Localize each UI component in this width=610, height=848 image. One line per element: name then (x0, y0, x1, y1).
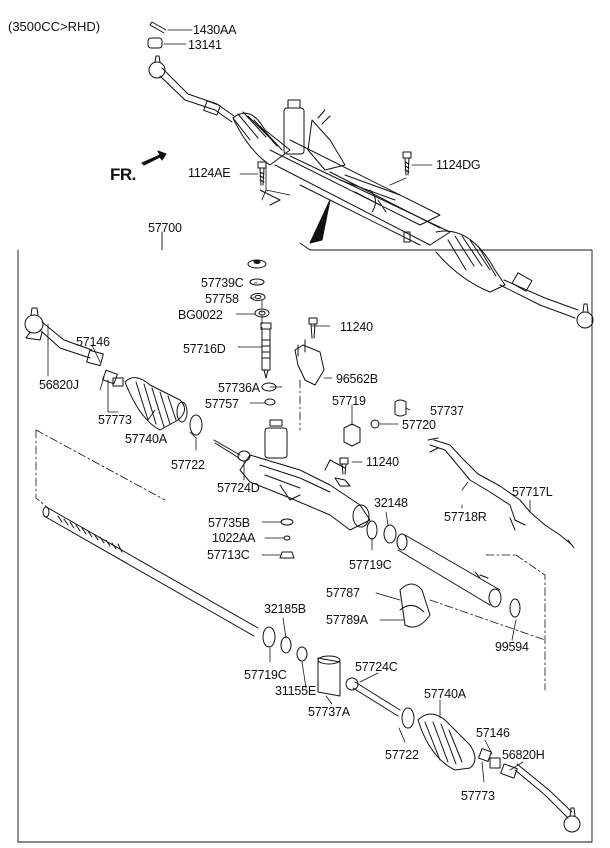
leader-lines (47, 282, 531, 783)
part-label-57740A-a[interactable]: 57740A (125, 432, 167, 446)
yoke-icon (343, 423, 361, 447)
boot-right (417, 713, 476, 771)
part-label-11240-a[interactable]: 11240 (340, 320, 373, 334)
part-label-57146-b[interactable]: 57146 (476, 726, 510, 740)
steering-gear-assembly (147, 21, 594, 329)
inner-rod-left (213, 439, 241, 459)
part-label-56820J[interactable]: 56820J (39, 378, 79, 392)
part-label-1430AA[interactable]: 1430AA (193, 23, 237, 37)
part-label-57773-b[interactable]: 57773 (461, 789, 495, 803)
leader-lines-top (163, 29, 433, 201)
part-label-57719C-b[interactable]: 57719C (244, 668, 287, 682)
part-label-57724C[interactable]: 57724C (355, 660, 398, 674)
part-label-57737[interactable]: 57737 (430, 404, 464, 418)
front-direction-label: FR. (110, 165, 136, 184)
part-label-57739C[interactable]: 57739C (201, 276, 244, 290)
part-label-57722-a[interactable]: 57722 (171, 458, 205, 472)
bushing-icon (399, 583, 431, 628)
front-arrow-icon (141, 150, 167, 166)
cotter-pin-icon (149, 21, 167, 34)
part-label-BG0022[interactable]: BG0022 (178, 308, 223, 322)
part-label-57718R[interactable]: 57718R (444, 510, 487, 524)
boot-left (124, 377, 188, 431)
rack-bar (42, 506, 259, 637)
part-label-57789A[interactable]: 57789A (326, 613, 368, 627)
part-label-99594[interactable]: 99594 (495, 640, 529, 654)
part-label-57724D[interactable]: 57724D (217, 481, 260, 495)
gear-housing (239, 419, 371, 531)
part-label-57722-b[interactable]: 57722 (385, 748, 419, 762)
lock-nut-icon (102, 369, 118, 385)
bolt-icon (308, 317, 318, 339)
part-label-1124DG[interactable]: 1124DG (436, 158, 481, 172)
tie-rod-end-right (500, 763, 581, 833)
part-label-57716D[interactable]: 57716D (183, 342, 226, 356)
part-label-57773-a[interactable]: 57773 (98, 413, 132, 427)
part-label-57719[interactable]: 57719 (332, 394, 366, 408)
part-label-32148[interactable]: 32148 (374, 496, 408, 510)
pressure-line (429, 444, 526, 526)
part-label-31155E[interactable]: 31155E (275, 684, 316, 698)
part-label-57757[interactable]: 57757 (205, 397, 239, 411)
cylinder-tube (396, 533, 502, 608)
part-label-57717L[interactable]: 57717L (512, 485, 553, 499)
part-label-57719C-a[interactable]: 57719C (349, 558, 392, 572)
spring-seal (317, 657, 341, 697)
part-label-57737A[interactable]: 57737A (308, 705, 350, 719)
kit-bracket (17, 242, 593, 843)
part-label-57720[interactable]: 57720 (402, 418, 436, 432)
variant-label: (3500CC>RHD) (8, 19, 101, 34)
part-label-1124AE[interactable]: 1124AE (188, 166, 231, 180)
part-label-1022AA[interactable]: 1022AA (212, 531, 256, 545)
part-label-57146-a[interactable]: 57146 (76, 335, 110, 349)
part-label-57740A-b[interactable]: 57740A (424, 687, 466, 701)
part-label-11240-b[interactable]: 11240 (366, 455, 399, 469)
part-label-57700[interactable]: 57700 (148, 221, 182, 235)
part-label-57736A[interactable]: 57736A (218, 381, 260, 395)
part-label-57787[interactable]: 57787 (326, 586, 360, 600)
bracket-icon (294, 344, 325, 386)
part-label-56820H[interactable]: 56820H (502, 748, 545, 762)
clamp-ring-left (189, 414, 203, 436)
plug-icon (394, 399, 407, 417)
part-label-32185B[interactable]: 32185B (264, 602, 306, 616)
part-label-57713C[interactable]: 57713C (207, 548, 250, 562)
castle-nut-icon (147, 37, 163, 49)
tie-rod-end-left (24, 307, 104, 367)
nut-icon (112, 377, 124, 387)
part-label-57735B[interactable]: 57735B (208, 516, 250, 530)
part-label-57758[interactable]: 57758 (205, 292, 239, 306)
bolt-icon-2 (339, 457, 349, 475)
part-label-13141[interactable]: 13141 (188, 38, 222, 52)
part-label-96562B[interactable]: 96562B (336, 372, 378, 386)
dashed-guides (35, 299, 546, 691)
pinion-valve (260, 322, 272, 379)
